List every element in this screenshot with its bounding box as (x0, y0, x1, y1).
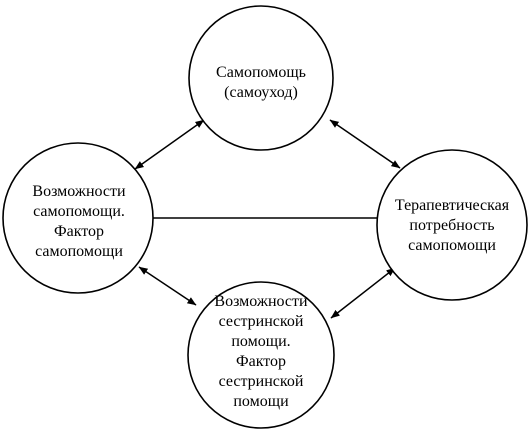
node-nursing-agency-label-line-3: помощи. (231, 333, 290, 350)
node-nursing-agency-label-line-6: помощи (233, 393, 289, 410)
arrow-nursing-agency-therapeutic-demand (330, 267, 396, 319)
node-nursing-agency-label-line-5: сестринской (219, 373, 304, 390)
node-therapeutic-demand-label-line-2: потребность (409, 217, 494, 234)
node-self-care-agency-label-line-4: самопомощи (35, 243, 123, 260)
node-nursing-agency: Возможности сестринской помощи. Фактор с… (187, 281, 335, 429)
node-self-care-label-line-2: (самоуход) (224, 84, 298, 101)
node-self-care-agency-circle (2, 142, 154, 294)
arrow-self-care-agency-nursing-agency (138, 266, 197, 306)
node-self-care: Самопомощь (самоуход) (188, 5, 334, 151)
node-nursing-agency-label-line-2: сестринской (219, 313, 304, 330)
node-self-care-agency-label-line-1: Возможности (32, 183, 126, 200)
arrow-self-care-agency-self-care (134, 119, 205, 170)
node-self-care-label-line-1: Самопомощь (216, 64, 306, 81)
node-therapeutic-demand-circle (376, 149, 528, 301)
node-nursing-agency-circle (187, 281, 335, 429)
node-therapeutic-demand-label-line-1: Терапевтическая (395, 197, 510, 214)
node-therapeutic-demand-label-line-3: самопомощи (408, 237, 496, 254)
arrow-self-care-therapeutic-demand (329, 119, 401, 169)
node-nursing-agency-label-line-4: Фактор (236, 353, 286, 370)
node-self-care-agency-label-line-2: самопомощи. (33, 203, 125, 220)
node-therapeutic-demand: Терапевтическая потребность самопомощи (376, 149, 528, 301)
node-self-care-circle (188, 5, 334, 151)
node-self-care-agency: Возможности самопомощи. Фактор самопомощ… (2, 142, 154, 294)
node-nursing-agency-label-line-1: Возможности (214, 293, 308, 310)
node-self-care-agency-label-line-3: Фактор (54, 223, 104, 240)
